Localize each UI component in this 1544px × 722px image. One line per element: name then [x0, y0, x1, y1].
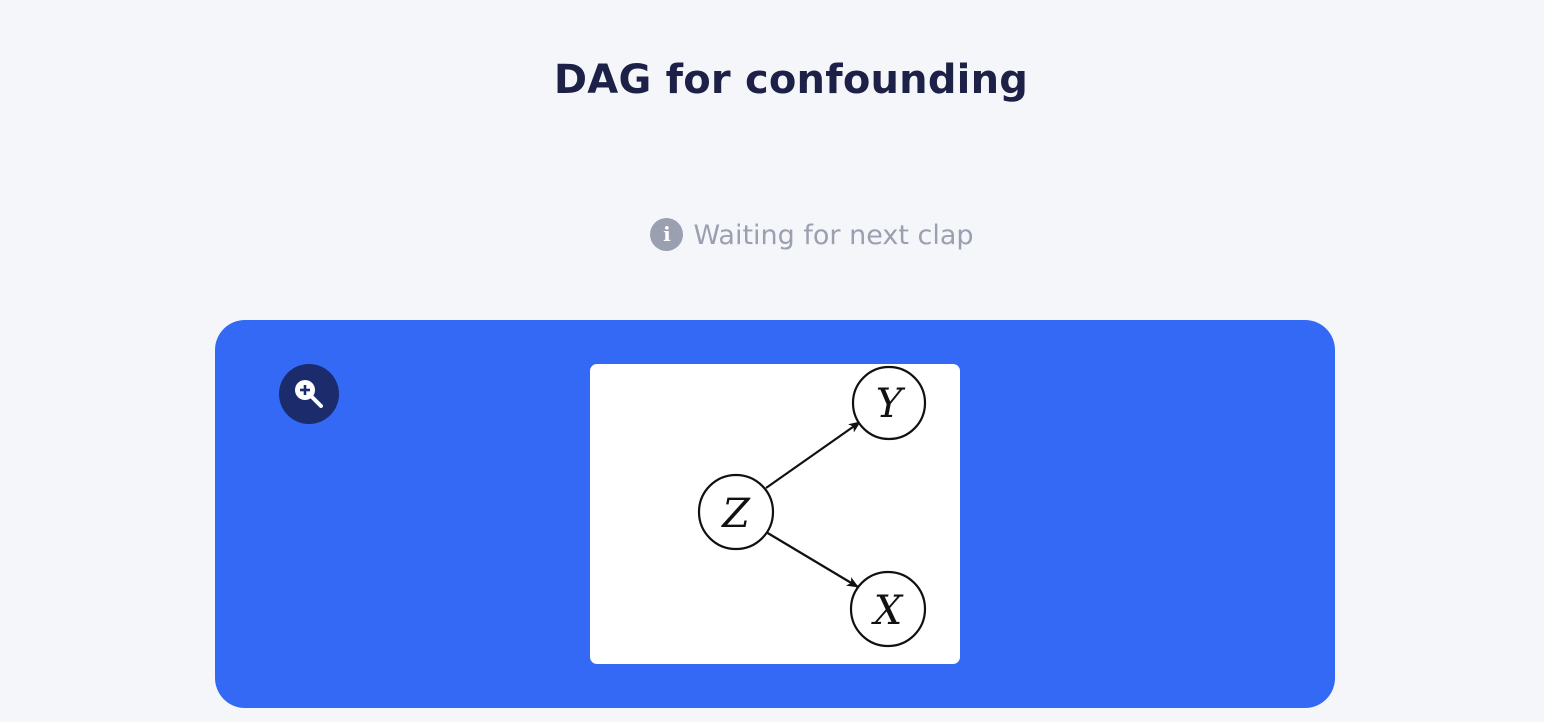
node-z-label: Z [720, 491, 751, 537]
dag-figure[interactable]: Y Z X [590, 364, 960, 664]
node-y-label: Y [876, 381, 906, 427]
node-z: Z [697, 473, 775, 551]
status-message: i Waiting for next clap [0, 216, 1544, 256]
dag-diagram: Y Z X [697, 365, 927, 648]
status-text: Waiting for next clap [693, 220, 974, 251]
image-card: Y Z X [215, 320, 1335, 708]
info-icon: i [650, 217, 684, 251]
zoom-in-button[interactable] [279, 364, 339, 424]
node-x: X [849, 570, 927, 648]
node-x-label: X [871, 588, 904, 634]
node-y: Y [851, 365, 927, 441]
edge-z-y [765, 421, 861, 489]
edge-z-x [765, 531, 859, 588]
page-title: DAG for confounding [553, 57, 1029, 103]
zoom-in-icon [295, 380, 323, 408]
